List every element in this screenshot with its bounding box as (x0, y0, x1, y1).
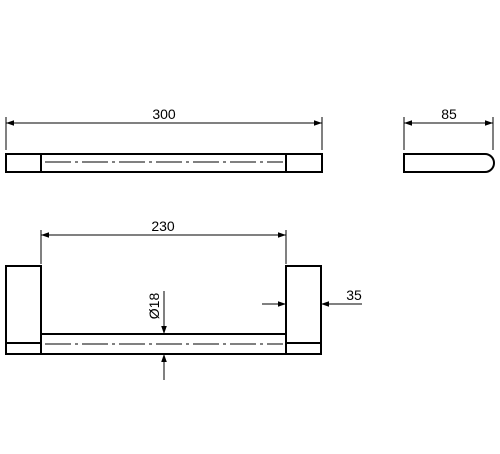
left-wall-bracket (5, 265, 42, 355)
dim-inner-span: 230 (40, 218, 287, 264)
side-view-profile (403, 153, 495, 173)
dim-bar-diameter: Ø18 (146, 291, 167, 380)
right-wall-bracket (285, 265, 322, 355)
dim-depth-label: 85 (441, 106, 457, 122)
side-view (403, 153, 495, 173)
dim-depth: 85 (403, 106, 494, 150)
bottom-view (5, 265, 322, 355)
dim-overall-length: 300 (5, 106, 323, 150)
dim-wall-offset-label: 35 (346, 287, 362, 303)
top-view-bar-outline (5, 153, 323, 173)
dim-wall-offset: 35 (262, 287, 362, 307)
dim-bar-diameter-label: Ø18 (146, 293, 162, 320)
dim-inner-span-label: 230 (151, 218, 175, 234)
top-view (5, 153, 323, 173)
dim-overall-length-label: 300 (152, 106, 176, 122)
